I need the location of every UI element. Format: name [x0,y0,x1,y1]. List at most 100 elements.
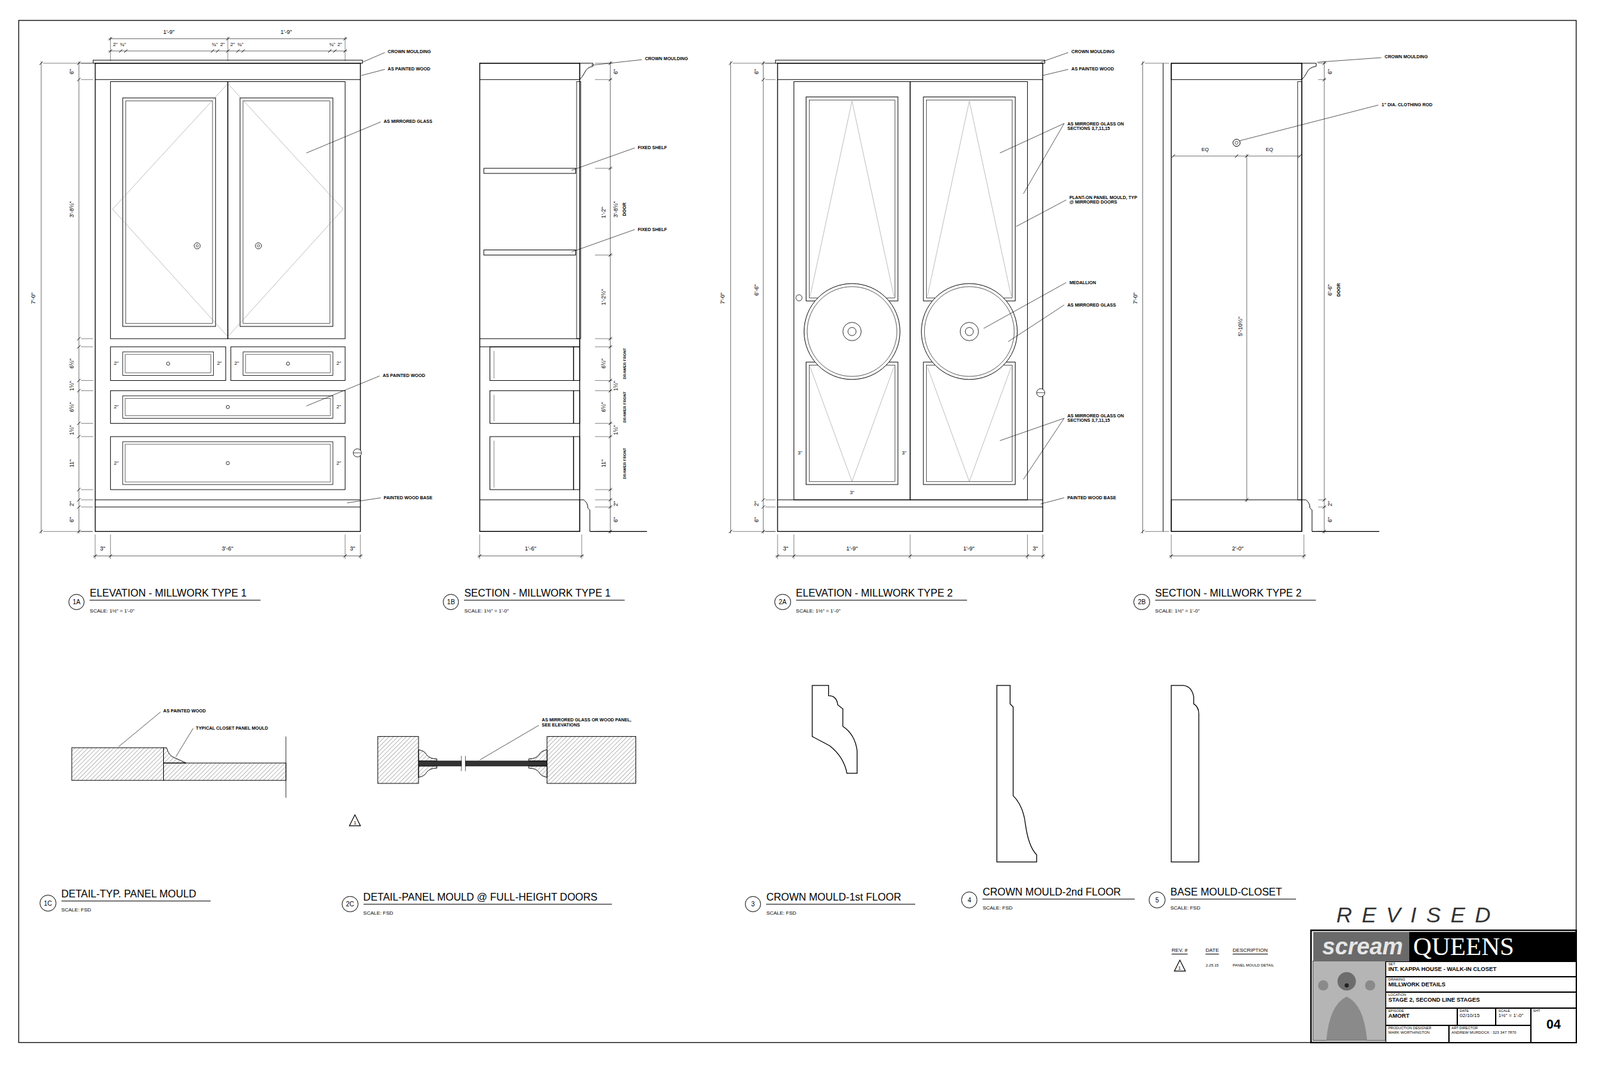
extension-line [80,346,93,347]
panel-mould-profile [418,749,438,761]
dimension-text: 2" [69,501,76,507]
medallion [960,322,979,342]
dimension-tick [77,529,81,534]
medallion-ring [921,283,1018,380]
fixed-shelf [483,168,576,174]
panel-mould [243,352,333,376]
callout-note: MEDALLION [1069,280,1097,286]
mirror-indication [851,367,894,482]
callout-number: 2A [778,598,787,606]
panel-mould [126,101,213,324]
leader-line [176,728,194,758]
photo-figure [1326,996,1368,1041]
dimension-text: 1'-9" [846,545,858,553]
logo-band: screamQUEENS [1313,931,1577,962]
revision-table-header: REV. # [1171,947,1188,955]
scale-note: SCALE: 1½" = 1'-0" [464,608,509,615]
top-band [1171,63,1302,80]
photo-figure [1318,980,1329,991]
mirror-indication [927,367,969,482]
dimension-tick [77,389,81,393]
drawer-box [493,350,495,379]
revision-triangle: 1 [1173,959,1186,972]
dimension-text: 6" [753,68,761,74]
extension-line [595,506,613,508]
dimension-line [93,555,363,557]
dimension-text: 3" [783,545,789,553]
extension-line [595,338,613,340]
mirror-indication [112,209,228,337]
dimension-text: 1'-6" [524,545,537,553]
scale-note: SCALE: FSD [363,910,394,917]
callout-note: TYPICAL CLOSET PANEL MOULD [195,726,269,732]
title-block-field: DRAWINGMILLWORK DETAILS [1385,976,1577,992]
leader-line [1016,199,1067,226]
dimension-tick [77,344,81,349]
dimension-tick [225,49,230,53]
dimension-tick [215,49,219,53]
title-block [1310,929,1576,1042]
leader-line [1008,305,1065,342]
drawing-callout: 1C [39,894,57,912]
break-line [285,736,287,799]
dimension-line [609,61,611,534]
extension-line [595,254,613,256]
mirror-indication [227,83,344,210]
mirror-indication [969,101,1012,296]
extension-line [765,506,776,508]
callout-note: DRAWER FRONT [622,447,627,479]
drawing-callout: 4 [961,891,978,909]
callout-note: DOOR [622,202,628,216]
panel-mould [808,99,895,298]
sheet-border [18,20,1577,1043]
mirror-indication [810,101,852,296]
dimension-text: ¾" [328,42,336,48]
floor-line [1312,531,1380,532]
field-value: MARK WORTHINGTON [1388,1030,1430,1035]
dimension-text: 3" [849,490,855,496]
dimension-tick [108,49,112,53]
extension-line [732,531,776,532]
panel-mould [122,395,333,418]
logo-text: QUEENS [1409,931,1515,962]
drawer-pull [225,461,230,465]
photo-figure [1344,983,1349,987]
dimension-text: 2" [336,404,342,411]
dimension-text: 6'-6" [753,284,761,296]
dimension-tick [1141,529,1145,534]
extension-line [595,488,613,490]
callout-note: AS MIRRORED GLASS ON SECTIONS 3,7,11,15 [1067,121,1140,132]
base-mould-profile [1171,685,1199,863]
callout-note: FIXED SHELF [637,145,667,151]
extension-line [1318,506,1327,508]
section-mark [353,452,362,454]
callout-note: 1" DIA. CLOTHING ROD [1381,102,1433,108]
scale-note: SCALE: FSD [61,907,92,914]
extension-line [595,380,613,381]
panel-mould [125,444,331,482]
dimension-text: 5'-10½" [1237,316,1245,336]
panel-mould [923,362,1016,485]
dimension-text: 6½" [69,359,76,370]
dimension-text: ¾" [211,42,219,48]
extension-line [595,423,613,424]
field-label: SHT [1533,1009,1541,1014]
leader-line [999,417,1064,441]
leader-line [571,229,635,253]
crown-moulding [775,60,1046,64]
revision-table-header: DATE [1205,947,1220,955]
dimension-text: 1½" [69,380,76,392]
leader-line [1023,123,1065,194]
door-knob [257,244,260,248]
dimension-tick [761,529,765,534]
dimension-tick [77,435,81,439]
dimension-text: 6" [1327,68,1334,74]
panel-mould [926,365,1013,482]
dimension-tick [728,529,733,534]
dimension-text: 1'-9" [963,545,975,553]
crown-mould-profile [997,685,1037,863]
medallion [965,327,974,336]
dimension-text: 2" [113,360,119,367]
callout-note: DRAWER FRONT [622,391,627,424]
leader-line [306,375,381,406]
